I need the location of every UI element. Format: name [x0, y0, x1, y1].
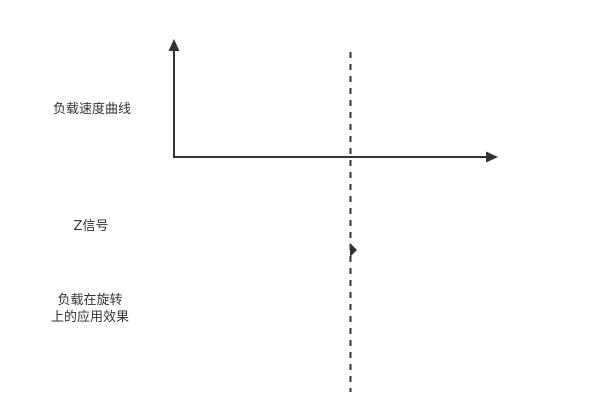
z-signal-label: Z信号 [73, 219, 109, 234]
x-axis-arrowhead [486, 151, 498, 163]
rotation-effect-label-line-2: 上的应用效果 [50, 310, 129, 325]
z-signal-marker [350, 243, 357, 257]
rotation-effect-label: 负载在旋转 上的应用效果 [40, 292, 140, 326]
y-axis-arrowhead [168, 39, 180, 51]
rotation-effect-label-line-1: 负载在旋转 [57, 293, 123, 308]
load-speed-curve-label: 负载速度曲线 [52, 102, 131, 117]
